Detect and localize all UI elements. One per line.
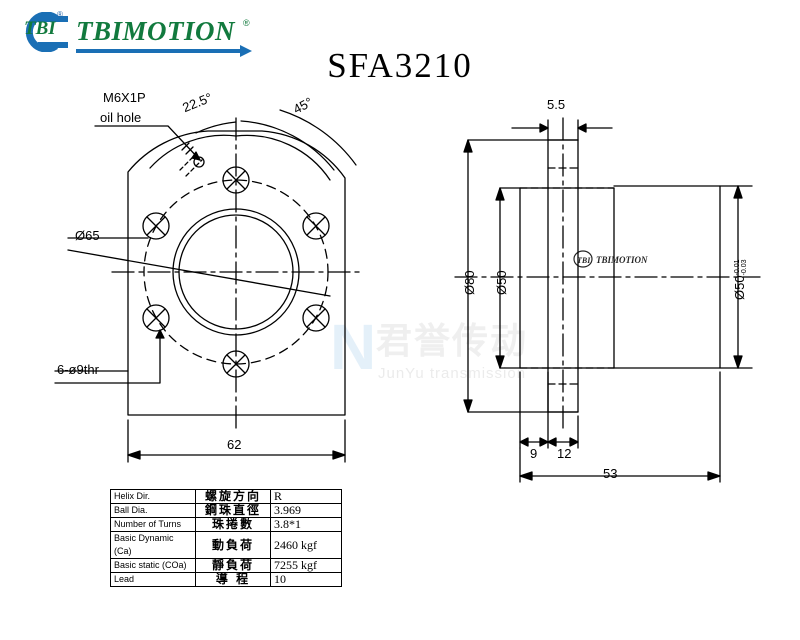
spec-value: 7255 kgf bbox=[270, 558, 342, 573]
label-dia-50-bore-value: Ø50 bbox=[732, 275, 747, 300]
right-view-centerline bbox=[454, 117, 761, 433]
dim-9-12 bbox=[519, 371, 579, 449]
left-view-flange-outline bbox=[127, 130, 346, 416]
table-row: Ball Dia. 鋼珠直徑 3.969 bbox=[110, 503, 342, 518]
label-dim-12: 12 bbox=[557, 446, 572, 461]
brand-wordmark: TBIMOTION bbox=[76, 16, 236, 46]
spec-label-en: Basic static (COa) bbox=[110, 558, 196, 573]
svg-text:TBI: TBI bbox=[577, 256, 591, 265]
dim-53 bbox=[519, 371, 721, 483]
spec-label-cn: 鋼珠直徑 bbox=[195, 503, 271, 518]
brand-arrow-icon bbox=[240, 45, 252, 57]
dim-62 bbox=[127, 419, 346, 463]
tolerance-upper: -0.01 bbox=[733, 259, 741, 276]
svg-text:TBIMOTION: TBIMOTION bbox=[596, 255, 648, 265]
label-oil-hole: oil hole bbox=[100, 110, 142, 125]
label-dia-50-body: Ø50 bbox=[494, 270, 509, 295]
label-dim-9: 9 bbox=[530, 446, 538, 461]
watermark-chinese-text: 君誉传动 bbox=[376, 320, 529, 361]
dim-5p5 bbox=[511, 119, 613, 141]
brand-mark-text: TBI bbox=[24, 18, 56, 39]
tolerance-lower: -0.03 bbox=[740, 259, 748, 276]
tbi-logo-icon bbox=[25, 12, 68, 52]
brand-logo: TBI ® TBIMOTION ® bbox=[8, 8, 308, 57]
page-title: SFA3210 bbox=[327, 46, 473, 85]
label-dim-53: 53 bbox=[603, 466, 618, 481]
spec-label-en: Number of Turns bbox=[110, 517, 196, 532]
label-flange-thickness-5-5: 5.5 bbox=[547, 97, 566, 112]
label-dia-65: Ø65 bbox=[75, 228, 100, 243]
brand-underline bbox=[76, 49, 244, 53]
spec-label-cn: 珠捲數 bbox=[195, 517, 271, 532]
right-view-hidden-lines bbox=[519, 167, 615, 385]
spec-value: 10 bbox=[270, 572, 342, 587]
spec-label-cn: 靜負荷 bbox=[195, 558, 271, 573]
spec-label-en: Basic Dynamic (Ca) bbox=[110, 531, 196, 559]
watermark: N 君誉传动 JunYu transmission bbox=[330, 305, 540, 400]
brand-mark-registered: ® bbox=[57, 10, 63, 19]
spec-label-cn: 導 程 bbox=[195, 572, 271, 587]
label-dia-50-bore-tolerance: -0.01-0.03 bbox=[734, 259, 748, 275]
dim-dia50-body bbox=[495, 187, 521, 369]
table-row: Basic Dynamic (Ca) 動負荷 2460 kgf bbox=[110, 531, 342, 559]
oil-hole-arrowhead bbox=[191, 151, 201, 161]
watermark-logo-icon: N bbox=[330, 311, 377, 383]
table-row: Number of Turns 珠捲數 3.8*1 bbox=[110, 517, 342, 532]
left-view-centerlines bbox=[111, 117, 363, 433]
nut-engraved-logo: TBI TBIMOTION bbox=[573, 250, 648, 268]
label-oil-hole-thread: M6X1P bbox=[103, 90, 146, 105]
dim-dia50-bore bbox=[719, 185, 753, 369]
angle-arc-45-outer bbox=[279, 109, 357, 166]
watermark-english-text: JunYu transmission bbox=[378, 365, 527, 382]
spec-value: 3.969 bbox=[270, 503, 342, 518]
specification-table-body: Helix Dir. 螺旋方向 R Ball Dia. 鋼珠直徑 3.969 N… bbox=[110, 489, 342, 587]
label-dia-50-bore-toleranced: Ø50-0.01-0.03 bbox=[732, 259, 748, 300]
spec-label-cn: 螺旋方向 bbox=[195, 489, 271, 504]
spec-value: 3.8*1 bbox=[270, 517, 342, 532]
label-width-62: 62 bbox=[227, 437, 242, 452]
specification-table: Helix Dir. 螺旋方向 R Ball Dia. 鋼珠直徑 3.969 N… bbox=[110, 489, 342, 587]
angle-arc-22 bbox=[195, 121, 237, 134]
spec-label-en: Lead bbox=[110, 572, 196, 587]
label-6-dia-9-thr: 6-ø9thr bbox=[57, 362, 99, 377]
spec-label-en: Helix Dir. bbox=[110, 489, 196, 504]
oil-hole-leader bbox=[94, 125, 201, 161]
spec-value: R bbox=[270, 489, 342, 504]
brand-registered-icon: ® bbox=[243, 18, 250, 28]
label-dia-80: Ø80 bbox=[462, 270, 477, 295]
table-row: Lead 導 程 10 bbox=[110, 572, 342, 587]
dim-dia80 bbox=[463, 139, 549, 413]
dia65-leader bbox=[67, 249, 331, 297]
spec-label-en: Ball Dia. bbox=[110, 503, 196, 518]
table-row: Helix Dir. 螺旋方向 R bbox=[110, 489, 342, 504]
spec-value: 2460 kgf bbox=[270, 531, 342, 559]
angle-arc-45 bbox=[240, 120, 335, 171]
holes-arrowhead bbox=[155, 329, 165, 339]
spec-label-cn: 動負荷 bbox=[195, 531, 271, 559]
holes-leader bbox=[54, 329, 161, 384]
table-row: Basic static (COa) 靜負荷 7255 kgf bbox=[110, 558, 342, 573]
